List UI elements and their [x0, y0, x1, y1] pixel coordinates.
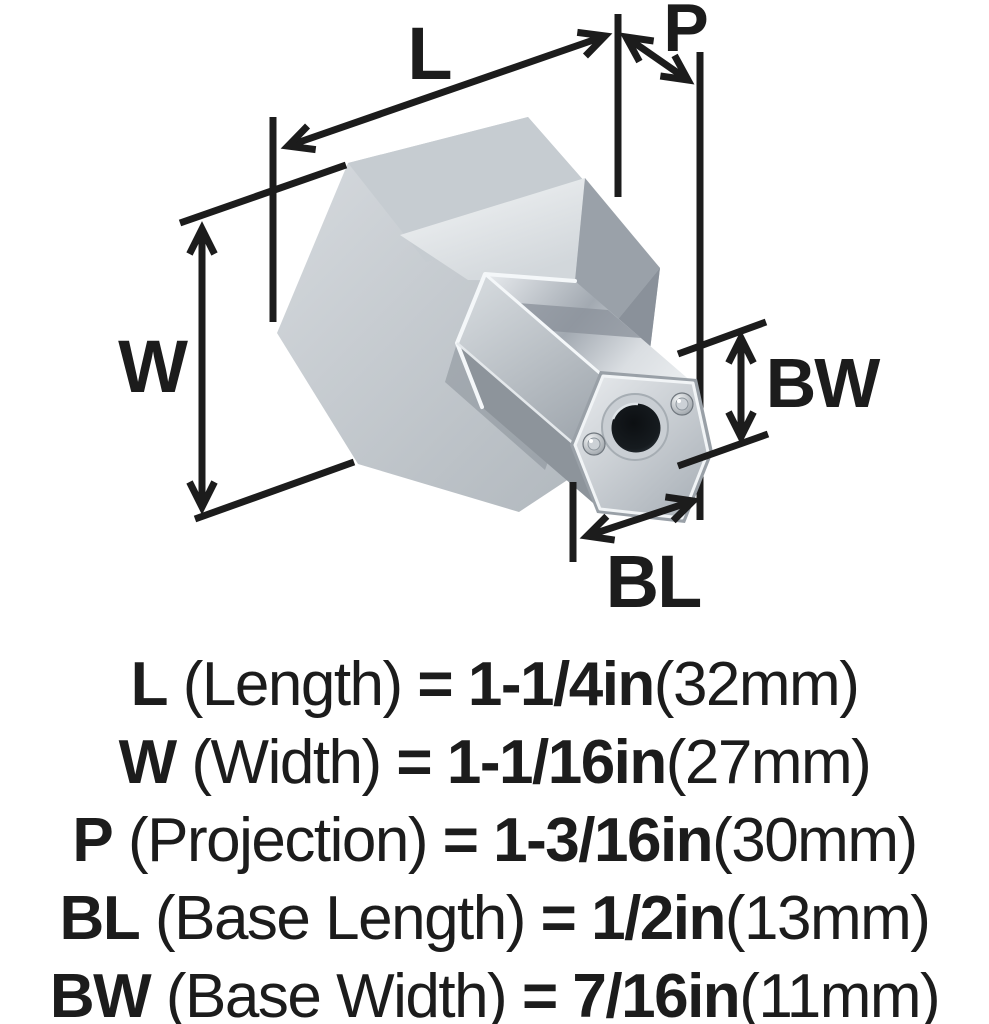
stem-edge-highlight-left — [456, 342, 576, 446]
spec-equals: = — [540, 884, 577, 953]
extension-line-width-bottom — [193, 458, 356, 523]
mounting-hole — [611, 403, 661, 453]
spec-line-projection: P (Projection) = 1-3/16in(30mm) — [0, 802, 989, 880]
spec-name: (Width) — [191, 728, 382, 797]
spec-abbr: W — [118, 728, 178, 797]
spec-metric: (13mm) — [724, 884, 931, 953]
spec-abbr: L — [130, 650, 169, 719]
dimension-annotations — [178, 14, 770, 562]
stem-reflection-band — [518, 303, 641, 338]
spec-value: 1/2in — [591, 884, 726, 953]
stem-edge-highlight-top — [484, 272, 604, 378]
stem-root-bevel-highlight — [455, 272, 577, 409]
screw-lower-left — [582, 432, 606, 456]
spec-value: 1-1/16in — [446, 728, 667, 797]
label-projection: P — [663, 0, 708, 66]
spec-abbr: P — [72, 806, 113, 875]
spec-line-width: W (Width) = 1-1/16in(27mm) — [0, 724, 989, 802]
dim-arrow-baselength — [579, 493, 701, 544]
hole-glint — [611, 402, 639, 420]
extension-line-width-top — [178, 161, 348, 227]
label-base-width: BW — [765, 344, 881, 422]
spec-name: (Projection) — [127, 806, 429, 875]
spec-equals: = — [417, 650, 453, 719]
spec-metric: (27mm) — [665, 728, 872, 797]
knob-head-bright-facet — [400, 178, 585, 281]
spec-equals: = — [396, 728, 432, 797]
spec-name: (Base Length) — [154, 884, 526, 953]
spec-line-base-length: BL (Base Length) = 1/2in(13mm) — [0, 880, 989, 958]
spec-value: 7/16in — [572, 962, 740, 1024]
label-length: L — [407, 12, 452, 95]
spec-name: (Base Width) — [165, 962, 508, 1024]
spec-equals: = — [521, 962, 558, 1024]
label-width: W — [118, 325, 188, 408]
spec-equals: = — [442, 806, 479, 875]
extension-line-basewidth-top — [676, 318, 768, 358]
dim-arrow-length — [280, 28, 613, 154]
spec-metric: (32mm) — [653, 650, 860, 719]
spec-metric: (11mm) — [739, 962, 940, 1024]
stem-bottom-face — [457, 343, 600, 509]
knob-illustration — [277, 117, 713, 523]
dim-arrow-projection — [619, 32, 695, 85]
screw-upper-right — [670, 392, 694, 416]
spec-name: (Length) — [182, 650, 403, 719]
spec-abbr: BL — [59, 884, 141, 953]
spec-value: 1-1/4in — [467, 650, 655, 719]
spec-line-length: L (Length) = 1-1/4in(32mm) — [0, 646, 989, 724]
spec-value: 1-3/16in — [493, 806, 713, 875]
stem-left-face — [457, 274, 603, 445]
spec-line-base-width: BW (Base Width) = 7/16in(11mm) — [0, 958, 989, 1024]
spec-metric: (30mm) — [712, 806, 918, 875]
label-base-length: BL — [605, 540, 703, 623]
spec-legend: L (Length) = 1-1/4in(32mm) W (Width) = 1… — [0, 646, 989, 1024]
spec-abbr: BW — [49, 962, 152, 1024]
